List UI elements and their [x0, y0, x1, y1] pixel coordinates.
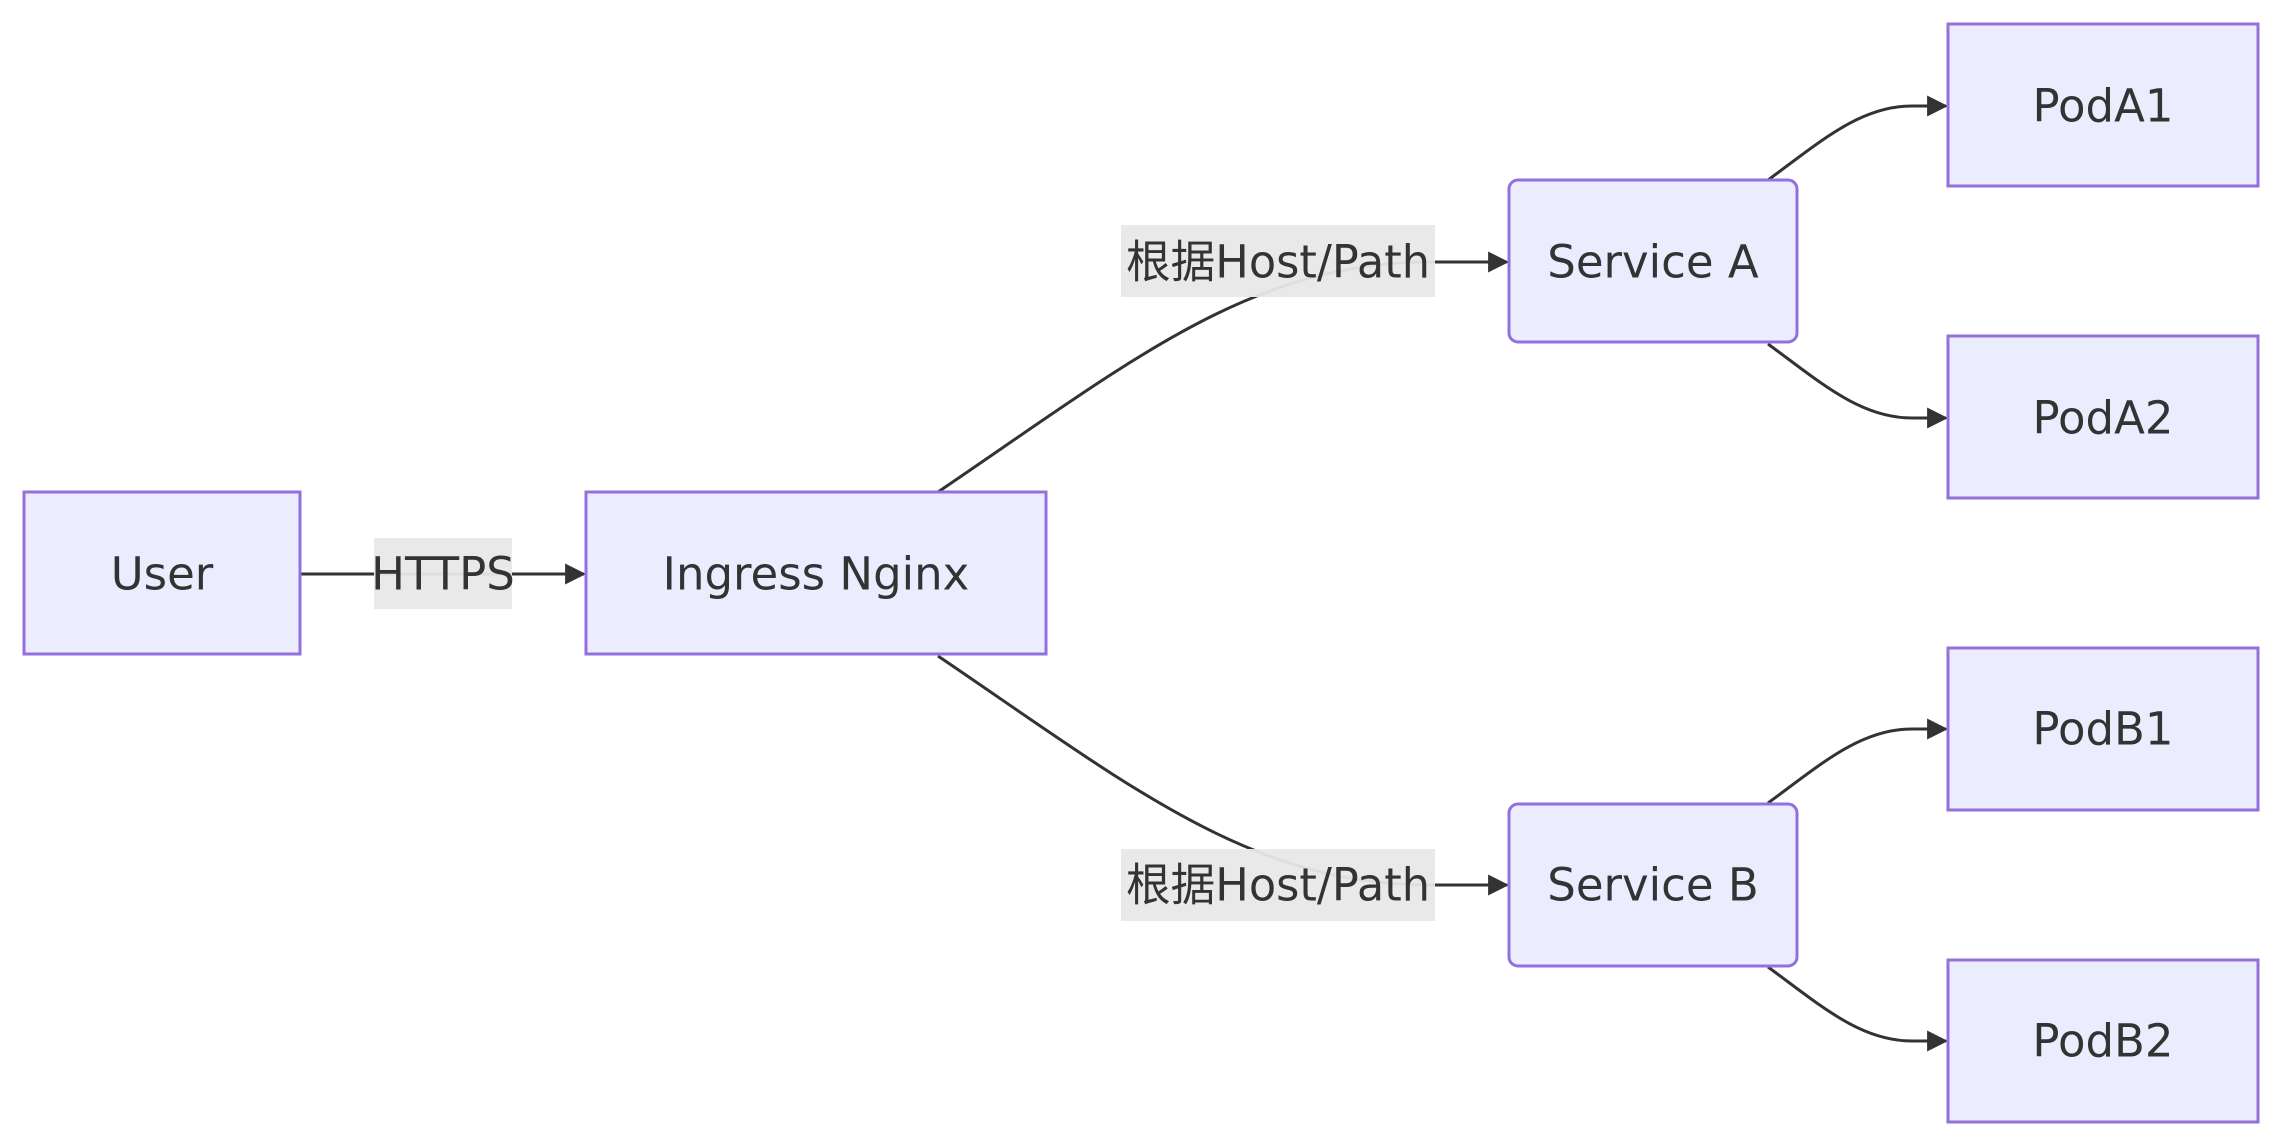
- edge-service-b-to-pod-b2: [1767, 965, 1949, 1052]
- edge-service-a-to-pod-a2: [1767, 342, 1949, 429]
- edge-label-service-b: 根据Host/Path: [1121, 849, 1435, 921]
- node-pod-b2: PodB2: [1946, 958, 2260, 1124]
- edge-label-service-b-text: 根据Host/Path: [1126, 859, 1430, 912]
- node-pod-b2-label: PodB2: [2032, 1015, 2173, 1068]
- node-service-a: Service A: [1507, 178, 1799, 344]
- node-user: User: [22, 490, 302, 656]
- edge-service-a-to-pod-a1: [1767, 95, 1949, 182]
- edge-label-https-text: HTTPS: [371, 548, 515, 601]
- node-pod-a1-label: PodA1: [2032, 80, 2173, 133]
- edge-label-service-a: 根据Host/Path: [1121, 225, 1435, 297]
- node-user-label: User: [111, 548, 214, 601]
- node-pod-b1: PodB1: [1946, 646, 2260, 812]
- node-ingress-nginx-label: Ingress Nginx: [663, 548, 970, 601]
- node-service-b: Service B: [1507, 802, 1799, 968]
- node-service-b-label: Service B: [1547, 859, 1759, 912]
- node-pod-b1-label: PodB1: [2032, 703, 2173, 756]
- node-ingress-nginx: Ingress Nginx: [584, 490, 1048, 656]
- edge-label-service-a-text: 根据Host/Path: [1126, 236, 1430, 289]
- edge-service-b-to-pod-b1: [1767, 718, 1949, 805]
- node-pod-a2: PodA2: [1946, 334, 2260, 500]
- node-pod-a1: PodA1: [1946, 22, 2260, 188]
- node-service-a-label: Service A: [1547, 236, 1759, 289]
- edge-label-https: HTTPS: [371, 538, 515, 609]
- node-pod-a2-label: PodA2: [2032, 392, 2173, 445]
